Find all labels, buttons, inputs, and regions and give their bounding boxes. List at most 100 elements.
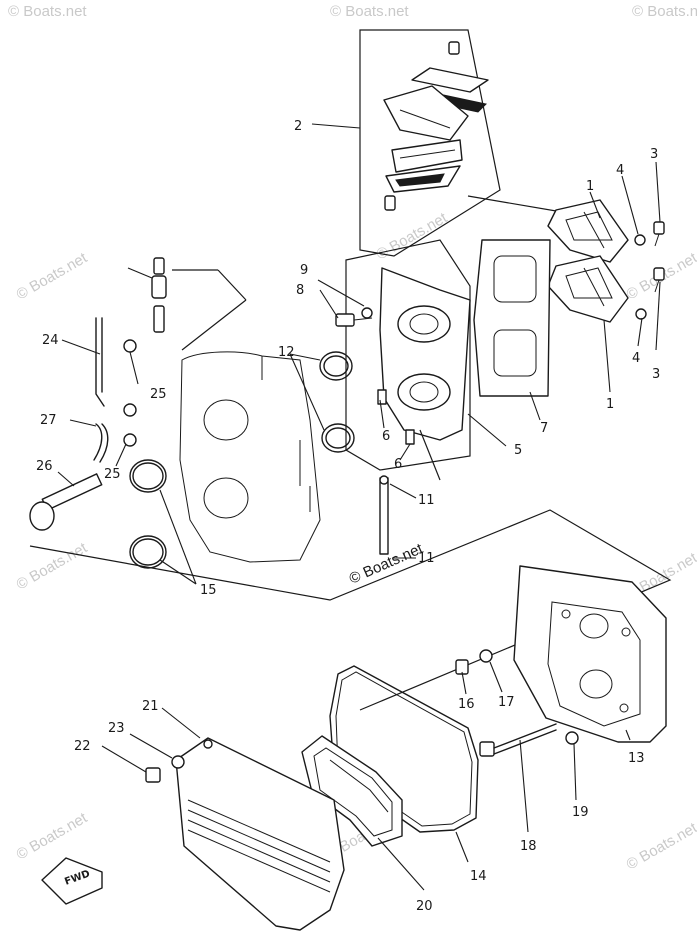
callouts: 1 1 2 3 3 4 4 5 6 6 7 8 9 11 11 12 13 14… — [36, 119, 660, 914]
leader-line — [455, 831, 469, 863]
callout-14: 14 — [470, 869, 487, 884]
screw-icon — [653, 221, 665, 235]
dowel-pin — [379, 475, 389, 555]
callout-4-upper: 4 — [616, 163, 624, 178]
leader-line — [637, 317, 643, 347]
callout-23: 23 — [108, 721, 125, 736]
leader-line — [519, 739, 529, 833]
callout-2: 2 — [294, 119, 302, 134]
intake-gasket — [473, 239, 551, 397]
nipple-icon — [405, 429, 415, 445]
leader-line — [389, 483, 417, 499]
callout-1-upper: 1 — [586, 179, 594, 194]
reed-rib — [583, 211, 605, 249]
outer-cover — [175, 737, 345, 931]
leader-line — [377, 837, 425, 891]
callout-18: 18 — [520, 839, 537, 854]
reed-valve-kit — [311, 29, 563, 257]
bolt-hole — [561, 609, 571, 619]
watermark: © Boats.net — [330, 3, 409, 20]
gasket-dark — [395, 173, 445, 187]
exhaust-cover — [513, 565, 667, 743]
connector-line — [217, 269, 247, 301]
hoses-and-clips — [93, 317, 137, 463]
reed-block-edge — [399, 109, 451, 129]
reed-valve-assembly-upper — [547, 199, 665, 263]
callout-6-lower: 6 — [394, 457, 402, 472]
leader-line — [399, 443, 411, 461]
cover-bolt — [455, 649, 493, 675]
port — [579, 669, 613, 699]
reed-plate — [391, 139, 463, 173]
callout-25-upper: 25 — [150, 387, 167, 402]
leader-line — [101, 745, 147, 773]
screw-shank — [654, 279, 660, 293]
callout-26: 26 — [36, 459, 53, 474]
washer-icon — [361, 307, 373, 319]
bolt-shank — [493, 723, 557, 749]
reed-rib — [583, 267, 605, 307]
leader-line — [317, 279, 365, 307]
callout-6-upper: 6 — [382, 429, 390, 444]
callout-1-lower: 1 — [606, 397, 614, 412]
washer-icon — [635, 308, 647, 320]
group-outline — [419, 429, 441, 481]
leader-line — [603, 319, 611, 393]
leader-line — [127, 267, 153, 279]
bore — [203, 477, 249, 519]
bolt-shank — [353, 317, 373, 321]
screw-icon — [653, 267, 665, 281]
bolt-washer — [335, 307, 373, 327]
callout-11-upper: 11 — [418, 493, 435, 508]
callout-20: 20 — [416, 899, 433, 914]
gasket-port — [493, 329, 537, 377]
port — [397, 373, 451, 411]
leader-line — [115, 443, 127, 467]
clip-icon — [123, 433, 137, 447]
leader-line — [57, 471, 75, 487]
clip-icon — [123, 403, 137, 417]
callout-11-lower: 11 — [418, 551, 435, 566]
port — [397, 305, 451, 343]
intake-manifold — [345, 239, 471, 471]
nipple-icon — [377, 389, 387, 405]
callout-4-lower: 4 — [632, 351, 640, 366]
callout-19: 19 — [572, 805, 589, 820]
watermark: © Boats.net — [14, 539, 91, 593]
callout-13: 13 — [628, 751, 645, 766]
gasket-port — [493, 255, 537, 303]
leader-line — [129, 733, 173, 759]
outer-cover-screw — [145, 755, 185, 783]
leader-line — [69, 419, 97, 427]
bolt-icon — [335, 313, 355, 327]
watermark: © Boats.net — [14, 809, 91, 863]
bore — [203, 399, 249, 441]
clip-icon — [123, 339, 137, 353]
callout-17: 17 — [498, 695, 515, 710]
reed-plate-line — [399, 149, 456, 159]
leader-line — [621, 175, 639, 235]
kit-outline — [359, 29, 501, 257]
callout-9: 9 — [300, 263, 308, 278]
port-inner — [409, 381, 439, 403]
leader-line — [311, 123, 361, 129]
cover-long-bolt — [479, 723, 579, 757]
leader-line — [379, 399, 385, 429]
leader-line — [655, 161, 661, 223]
reed-stopper — [411, 67, 489, 93]
leader-line — [467, 195, 563, 213]
callout-21: 21 — [142, 699, 159, 714]
o-rings-lower — [129, 459, 167, 569]
callout-25-lower: 25 — [104, 467, 121, 482]
screw-icon — [448, 41, 460, 55]
leader-line — [461, 671, 467, 695]
leader-line — [161, 707, 201, 739]
fuel-joint — [151, 257, 247, 351]
watermark: © Boats.net — [374, 209, 451, 263]
long-bolt — [29, 473, 103, 531]
leader-line — [159, 559, 197, 585]
cylinder-block — [179, 351, 321, 563]
callout-24: 24 — [42, 333, 59, 348]
leader-line — [589, 191, 601, 219]
